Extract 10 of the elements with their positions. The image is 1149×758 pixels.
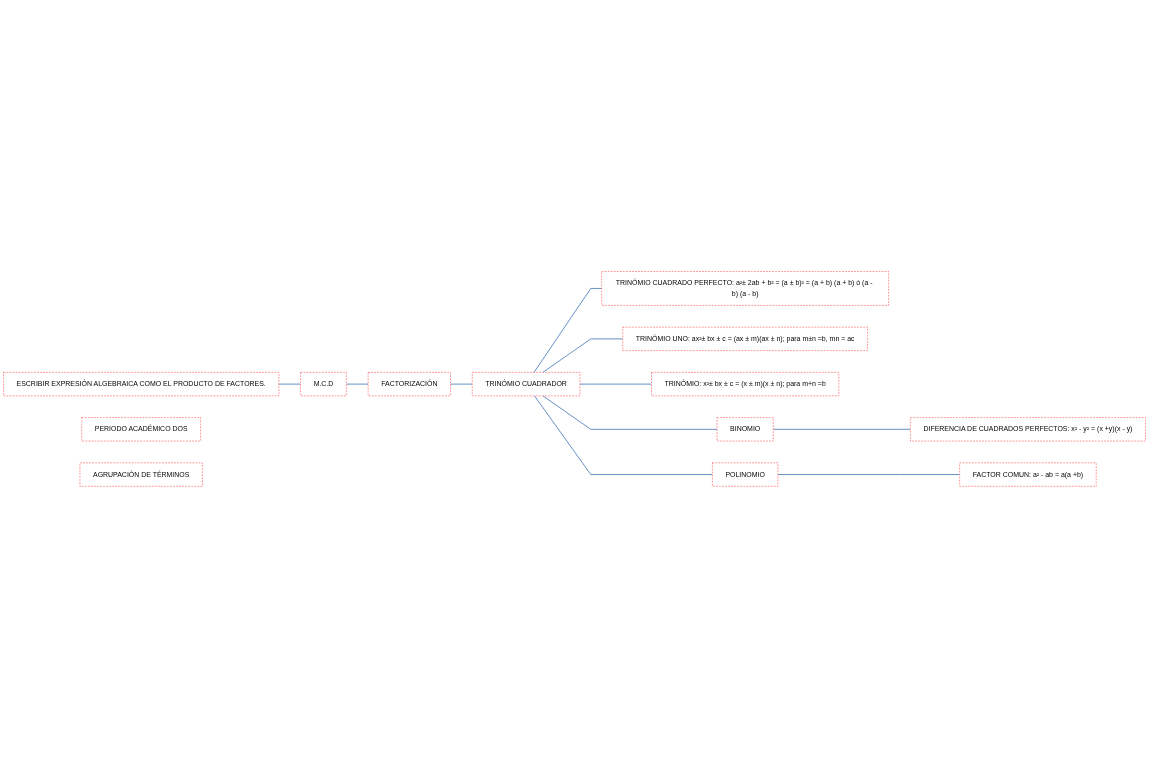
connector <box>278 383 301 385</box>
connector <box>542 338 624 373</box>
connector <box>450 383 473 385</box>
connector <box>345 383 369 385</box>
connector <box>772 429 911 430</box>
connector <box>534 395 713 476</box>
connector <box>579 383 652 385</box>
connector <box>533 288 603 373</box>
connector <box>777 474 961 476</box>
connector <box>542 395 718 430</box>
